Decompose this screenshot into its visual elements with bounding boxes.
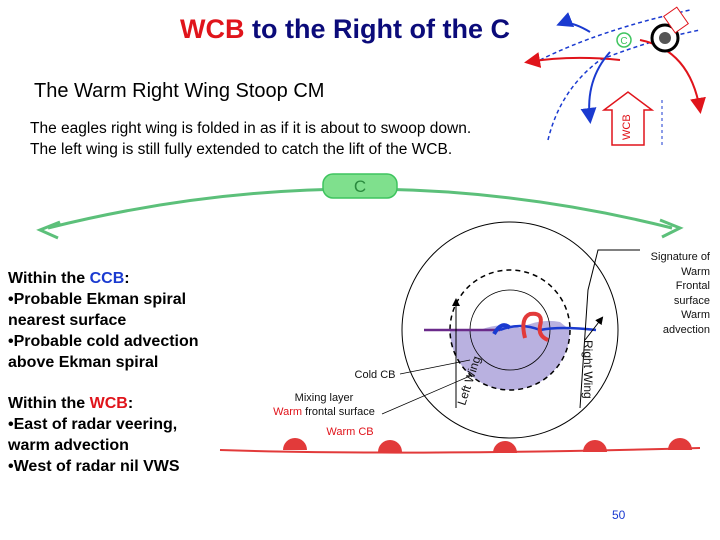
signature-line: Frontal [675, 280, 710, 292]
signature-line: advection [662, 323, 710, 336]
arc-arrowhead-left [36, 220, 61, 240]
warm-front-bump [378, 440, 402, 452]
ccb-line: nearest surface [8, 312, 127, 329]
warm-front-bump [668, 438, 692, 450]
title-accent: WCB [180, 14, 245, 44]
signature-line: surface [673, 294, 710, 307]
title-rest: to the Right of the C [244, 14, 510, 44]
intro-line: The eagles right wing is folded in as if… [30, 120, 472, 137]
ccb-line: above Ekman spiral [8, 354, 159, 371]
thumb-wcb-label: WCB [621, 114, 633, 140]
warm-front-line [219, 447, 701, 454]
thumb-label-box [663, 6, 689, 34]
cold-cb-pointer [399, 359, 471, 375]
intro-text: The eagles right wing is folded in as if… [30, 118, 471, 160]
ccb-notes: Within the CCB: •Probable Ekman spiral n… [8, 268, 199, 373]
c-label-box [322, 173, 398, 199]
ccb-prefix: Within the [8, 270, 90, 287]
wcb-term: WCB [89, 395, 128, 412]
thumb-dashed-line [547, 29, 701, 141]
warm-front-bump [493, 441, 517, 453]
thumb-radar-center [659, 32, 671, 44]
page-number: 50 [612, 508, 626, 522]
arc-arrowhead-right [659, 218, 684, 239]
c-label: C [354, 177, 366, 196]
warm-cb-label: Warm CB [326, 426, 374, 438]
slide-title: WCB to the Right of the C [0, 14, 690, 45]
warm-front-bump [583, 440, 607, 452]
ccb-line: •Probable cold advection [8, 333, 199, 350]
intro-line: The left wing is still fully extended to… [30, 141, 453, 158]
wcb-line: warm advection [8, 437, 129, 454]
ccb-term: CCB [89, 270, 125, 287]
wcb-line: •West of radar nil VWS [8, 458, 180, 475]
thumb-c-circle [616, 32, 632, 48]
mixing-layer-label: Mixing layer Warm frontal surface [262, 391, 386, 419]
thumb-red-arrow [524, 52, 621, 68]
thumb-blue-arrow [580, 51, 611, 124]
thumb-c-label: C [620, 36, 627, 47]
warm-word: Warm [273, 406, 303, 418]
wcb-suffix: : [127, 395, 134, 412]
slide-subtitle: The Warm Right Wing Stoop CM [34, 80, 325, 102]
signature-label: Signature of Warm Frontal surface Warm a… [620, 250, 710, 337]
thumb-wcb-arrow [601, 91, 655, 146]
cold-air-layer [450, 320, 570, 390]
frontal-surface-text: Warm frontal surface [262, 405, 386, 419]
wind-symbol-blue [492, 323, 512, 336]
ccb-suffix: : [124, 270, 130, 287]
wcb-notes: Within the WCB: •East of radar veering, … [8, 393, 180, 477]
signature-line: Signature of [650, 251, 710, 263]
right-wing-line [579, 249, 640, 409]
signature-line: Warm [681, 309, 710, 321]
thumb-dashed-line [539, 9, 691, 61]
mixing-pointer [381, 375, 471, 415]
cold-cb-label: Cold CB [354, 369, 396, 381]
outer-range-circle [401, 221, 619, 439]
ccb-heading: Within the CCB: [8, 268, 199, 289]
frontal-surface-word: frontal surface [302, 406, 375, 418]
inner-range-circle [449, 269, 571, 391]
wcb-line: •East of radar veering, [8, 416, 178, 433]
veering-symbol [521, 311, 549, 342]
right-wing-label: Right Wing [581, 340, 595, 399]
wcb-prefix: Within the [8, 395, 90, 412]
wcb-heading: Within the WCB: [8, 393, 180, 414]
signature-line: Warm [681, 265, 710, 278]
right-wing-arrow [584, 316, 604, 341]
thumb-red-arrow [639, 39, 706, 114]
warm-front-bump [283, 438, 307, 450]
mixing-layer-text: Mixing layer [294, 392, 354, 404]
thumb-blue-arrow [556, 12, 591, 33]
ccb-line: •Probable Ekman spiral [8, 291, 187, 308]
